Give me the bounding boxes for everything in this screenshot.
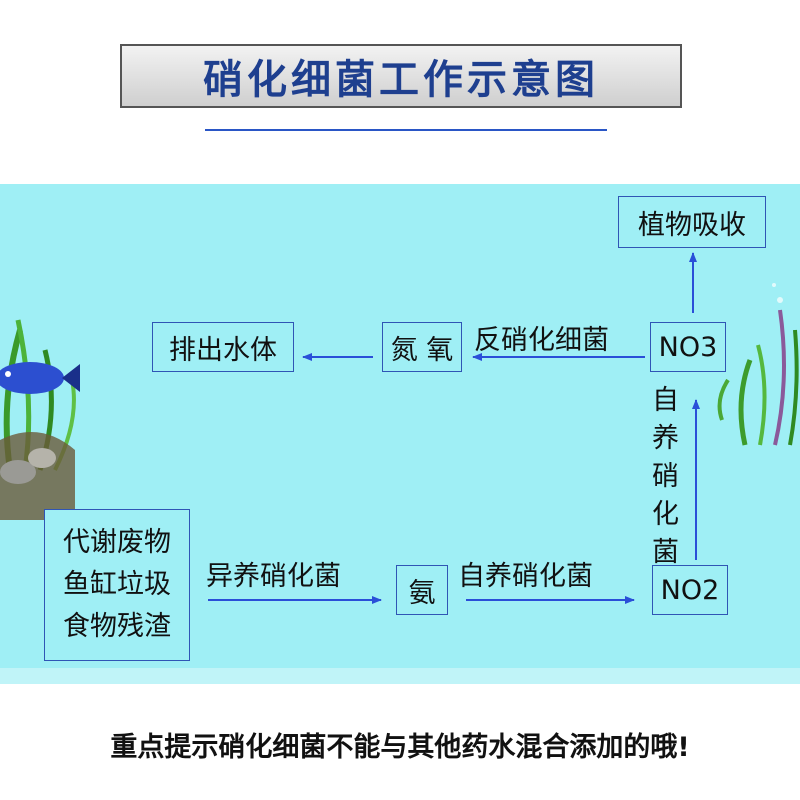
node-waste-line: 食物残渣 (63, 611, 171, 642)
title-banner: 硝化细菌工作示意图 (120, 44, 682, 108)
fish-icon (0, 362, 80, 394)
node-nitrogen-oxygen: 氮 氧 (382, 322, 462, 372)
watermark-text: 静风听海 (156, 684, 245, 709)
node-waste: 代谢废物 鱼缸垃圾 食物残渣 (44, 509, 190, 661)
edge-label-heterotrophic: 异养硝化菌 (206, 561, 341, 592)
node-waste-line: 鱼缸垃圾 (63, 569, 171, 600)
node-plant-absorb: 植物吸收 (618, 196, 766, 248)
edge-label-denitrifying: 反硝化细菌 (474, 325, 609, 356)
watermark-text: 静风听海 (640, 684, 729, 709)
title-underline (205, 129, 607, 131)
node-no3: NO3 (650, 322, 726, 372)
vertical-char: 硝 (652, 461, 679, 492)
node-ammonia-label: 氨 (408, 577, 436, 609)
right-seaweed-icon (717, 283, 799, 446)
vertical-char: 菌 (652, 537, 679, 568)
watermark-band (0, 668, 800, 692)
node-waste-line: 代谢废物 (63, 527, 171, 558)
node-plant-absorb-label: 植物吸收 (638, 209, 746, 241)
node-nitrogen-oxygen-label: 氮 氧 (390, 334, 454, 366)
watermark-text: 静风听海 (2, 684, 91, 709)
vertical-char: 养 (652, 423, 679, 454)
vertical-char: 自 (652, 385, 679, 416)
bottom-note: 重点提示硝化细菌不能与其他药水混合添加的哦! (110, 732, 690, 763)
watermark-text: 静风听海 (325, 684, 414, 709)
node-discharge-label: 排出水体 (169, 334, 277, 366)
stones-icon (0, 432, 75, 520)
node-no2: NO2 (652, 565, 728, 615)
edge-label-autotrophic: 自养硝化菌 (458, 561, 593, 592)
node-no3-label: NO3 (658, 331, 718, 363)
node-discharge: 排出水体 (152, 322, 294, 372)
edge-label-autotrophic-vertical: 自 养 硝 化 菌 (652, 382, 679, 572)
vertical-char: 化 (652, 499, 679, 530)
node-no2-label: NO2 (660, 574, 720, 606)
node-ammonia: 氨 (396, 565, 448, 615)
watermark-text: 静风听海 (478, 684, 567, 709)
diagram-title: 硝化细菌工作示意图 (203, 57, 599, 103)
